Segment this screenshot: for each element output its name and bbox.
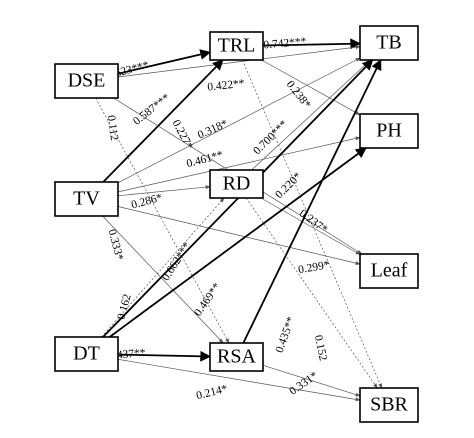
edge-trl-to-ph <box>261 59 361 116</box>
node-rsa: RSA <box>209 342 264 372</box>
edge-dse-to-rsa <box>95 97 230 344</box>
node-label-rsa: RSA <box>217 346 256 368</box>
edge-dse-to-trl <box>117 49 212 75</box>
node-trl: TRL <box>209 31 264 61</box>
edge-tv-to-tb <box>117 57 361 184</box>
edge-dse-to-tb <box>117 45 361 78</box>
edges-layer <box>95 38 383 402</box>
node-label-dse: DSE <box>68 70 106 92</box>
node-box-leaf <box>359 253 419 289</box>
node-rd: RD <box>209 169 264 199</box>
node-box-dt <box>54 336 119 372</box>
edge-tv-to-leaf <box>117 206 361 265</box>
node-box-dse <box>54 63 119 99</box>
edge-label-dt-rd: 0.162 <box>116 293 134 321</box>
edge-rd-to-leaf <box>260 197 361 255</box>
node-label-tv: TV <box>73 188 100 210</box>
edge-label-tv-ph: 0.461** <box>185 149 224 170</box>
node-box-trl <box>209 31 264 61</box>
edge-label-dt-sbr: 0.214* <box>195 383 229 402</box>
edge-label-rd-sbr: 0.152 <box>312 334 329 362</box>
node-box-rd <box>209 169 264 199</box>
node-ph: PH <box>359 113 419 149</box>
node-dse: DSE <box>54 63 119 99</box>
node-label-leaf: Leaf <box>371 260 408 282</box>
node-label-trl: TRL <box>218 35 256 57</box>
node-label-dt: DT <box>73 343 100 365</box>
edge-tv-to-trl <box>102 59 224 183</box>
edge-dt-to-rd <box>101 197 225 338</box>
node-box-rsa <box>209 342 264 372</box>
edge-label-dt-tb: 0.469** <box>192 281 223 319</box>
node-leaf: Leaf <box>359 253 419 289</box>
edge-trl-to-tb <box>262 38 362 50</box>
node-label-rd: RD <box>223 173 251 195</box>
edge-rsa-to-sbr <box>262 364 361 397</box>
node-tb: TB <box>359 25 419 61</box>
edge-rd-to-sbr <box>245 197 378 389</box>
edge-rd-to-tb <box>251 59 371 171</box>
node-label-ph: PH <box>376 120 402 142</box>
edge-dt-to-sbr <box>117 358 361 402</box>
edge-label-tv-rd: 0.286* <box>130 192 164 212</box>
node-label-sbr: SBR <box>370 394 408 416</box>
node-dt: DT <box>54 336 119 372</box>
edge-label-dse-leaf: 0.227* <box>170 118 196 152</box>
node-box-ph <box>359 113 419 149</box>
edge-tv-to-rsa <box>102 215 224 344</box>
edge-tv-to-ph <box>117 136 361 193</box>
node-box-tb <box>359 25 419 61</box>
node-box-sbr <box>359 387 419 423</box>
edge-label-dse-tb: 0.422** <box>207 78 246 94</box>
edge-dt-to-rsa <box>117 350 212 362</box>
edge-label-rsa-tb: 0.435** <box>274 315 298 354</box>
node-sbr: SBR <box>359 387 419 423</box>
edge-tv-to-rd <box>117 185 211 197</box>
edge-label-tv-tb: 0.318* <box>196 118 230 142</box>
edge-label-dse-rsa: 0.112 <box>105 115 120 142</box>
edge-label-rsa-sbr: 0.331* <box>287 370 320 398</box>
edge-rsa-to-tb <box>242 59 382 344</box>
edge-label-tv-leaf: 0.299* <box>297 259 330 276</box>
node-tv: TV <box>54 181 119 217</box>
edge-label-tv-rsa: 0.333* <box>105 228 125 262</box>
node-label-tb: TB <box>376 32 402 54</box>
node-box-tv <box>54 181 119 217</box>
edge-label-trl-tb: 0.742*** <box>263 36 307 52</box>
edge-trl-to-sbr <box>242 59 383 389</box>
